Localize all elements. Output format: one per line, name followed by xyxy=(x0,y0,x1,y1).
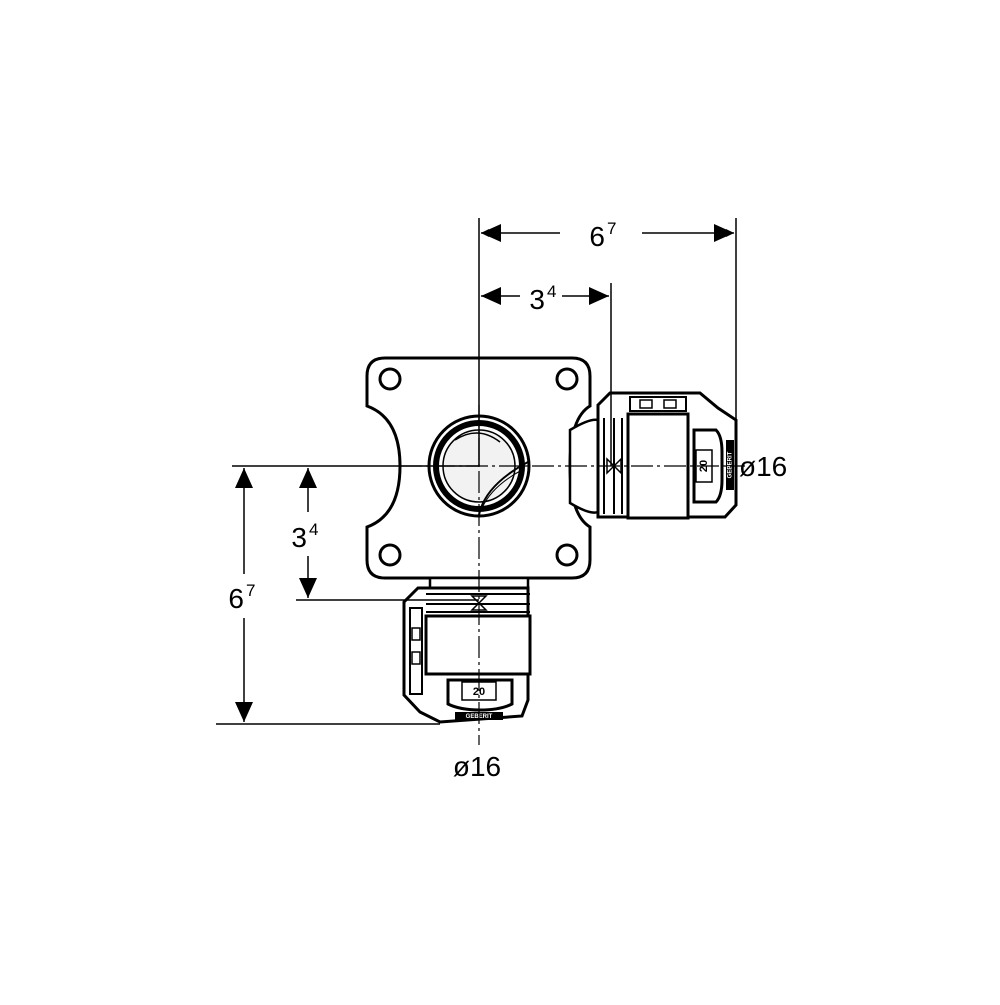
arrowhead-icon xyxy=(589,287,609,305)
arrowhead-icon xyxy=(235,468,253,488)
dim-top-inner: 3 4 xyxy=(481,282,609,315)
dim-left-overall: 6 7 xyxy=(228,468,255,722)
dim-top-overall-sup: 7 xyxy=(607,219,616,238)
arrowhead-icon xyxy=(481,287,501,305)
dim-top-inner-value: 3 xyxy=(529,284,545,315)
dim-top-overall: 6 7 xyxy=(481,219,734,252)
bottom-size-label: 20 xyxy=(473,686,485,698)
dim-left-inner: 3 4 xyxy=(291,468,318,598)
bottom-connector: 20 GEBERIT xyxy=(402,576,532,724)
bottom-valve-symbol xyxy=(470,595,488,611)
arrowhead-icon xyxy=(481,224,501,242)
extension-lines xyxy=(216,218,737,725)
arrowhead-icon xyxy=(299,578,317,598)
dim-top-inner-sup: 4 xyxy=(547,282,556,301)
dim-left-overall-value: 6 xyxy=(228,583,244,614)
svg-text:6: 6 xyxy=(589,221,605,252)
center-lines xyxy=(400,405,745,745)
dim-left-inner-sup: 4 xyxy=(309,520,318,539)
dim-left-inner-value: 3 xyxy=(291,522,307,553)
dim-top-overall-value: 6 xyxy=(589,221,605,252)
arrowhead-icon xyxy=(714,224,734,242)
mounting-hole-icon xyxy=(378,367,402,391)
mounting-hole-icon xyxy=(555,543,579,567)
right-brand-label: GEBERIT xyxy=(728,451,734,478)
diameter-right-label: ø16 xyxy=(739,451,787,482)
arrowhead-icon xyxy=(299,468,317,488)
dim-left-overall-sup: 7 xyxy=(246,581,255,600)
arrowhead-icon xyxy=(235,702,253,722)
mounting-hole-icon xyxy=(555,367,579,391)
right-valve-symbol xyxy=(606,457,622,475)
mounting-hole-icon xyxy=(378,543,402,567)
diameter-bottom-label: ø16 xyxy=(453,751,501,782)
right-connector: 20 GEBERIT xyxy=(568,391,738,520)
